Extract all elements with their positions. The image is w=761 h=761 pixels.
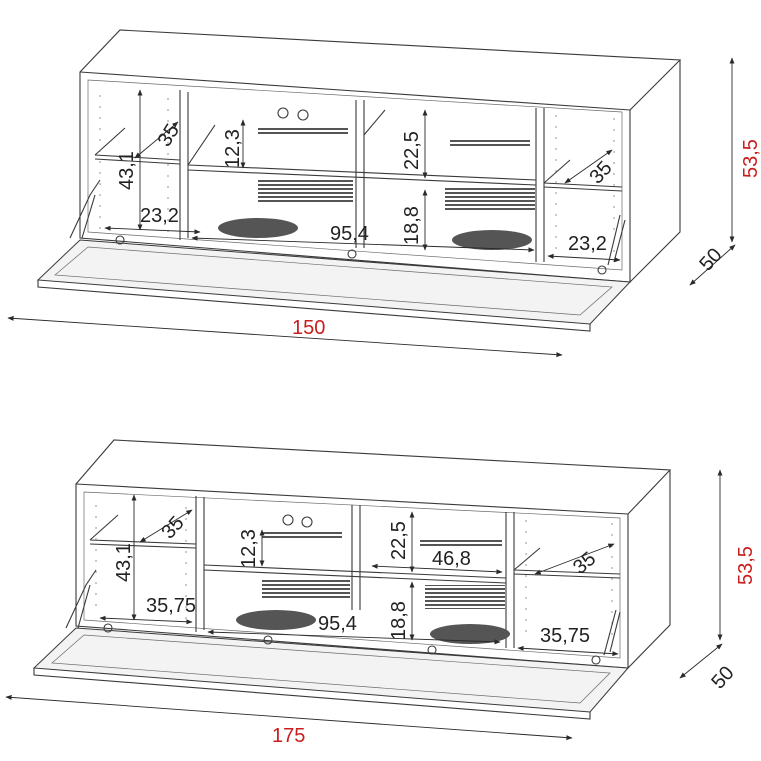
bottom-left-partition <box>195 496 205 632</box>
top-overall-depth: 50 <box>695 244 726 275</box>
top-lower-right-vent <box>445 188 535 212</box>
top-flap-door <box>36 239 632 325</box>
top-left-compartment-height: 43,1 <box>116 151 138 190</box>
top-overall-width: 150 <box>292 317 325 339</box>
bottom-upper-right-height: 22,5 <box>388 521 410 560</box>
bottom-lower-center-height: 18,8 <box>388 601 410 640</box>
bottom-right-partition <box>505 512 515 648</box>
bottom-upper-vent <box>262 532 342 540</box>
top-left-hinge <box>69 179 101 239</box>
bottom-center-width: 95,4 <box>318 613 357 635</box>
bottom-upper-center-height: 12,3 <box>238 529 260 568</box>
top-lower-vent <box>258 180 353 202</box>
bottom-upper-right-width: 46,8 <box>432 548 471 570</box>
bottom-upper-right-vent <box>420 538 502 546</box>
bottom-left-compartment-width: 35,75 <box>146 595 196 617</box>
top-right-speaker <box>452 230 532 250</box>
top-overall-height: 53,5 <box>740 139 761 178</box>
bottom-lower-vent <box>262 578 350 600</box>
bottom-overall-height: 53,5 <box>735 546 757 585</box>
top-middle-partition <box>355 100 365 248</box>
bottom-overall-depth: 50 <box>707 662 738 693</box>
top-center-width: 95,4 <box>330 223 369 245</box>
top-left-compartment-width: 23,2 <box>140 205 179 227</box>
bottom-lower-right-vent <box>425 585 505 609</box>
top-upper-vent <box>258 126 348 134</box>
top-lower-center-height: 18,8 <box>401 206 423 245</box>
bottom-center-shelf <box>203 564 507 584</box>
top-upper-center-height: 12,3 <box>222 129 244 168</box>
top-upper-right-vent <box>450 138 530 146</box>
bottom-left-speaker <box>236 610 316 630</box>
bottom-overall-width: 175 <box>272 725 305 747</box>
bottom-left-hinge <box>65 569 97 629</box>
top-left-speaker <box>218 218 298 238</box>
top-unit <box>36 29 682 332</box>
top-upper-right-height: 22,5 <box>401 131 423 170</box>
bottom-middle-partition <box>351 505 361 610</box>
bottom-unit <box>32 439 672 720</box>
top-center-shelf <box>187 164 537 186</box>
bottom-left-compartment-height: 43,1 <box>113 543 135 582</box>
top-right-compartment-width: 23,2 <box>568 233 607 255</box>
bottom-right-compartment-width: 35,75 <box>540 625 590 647</box>
